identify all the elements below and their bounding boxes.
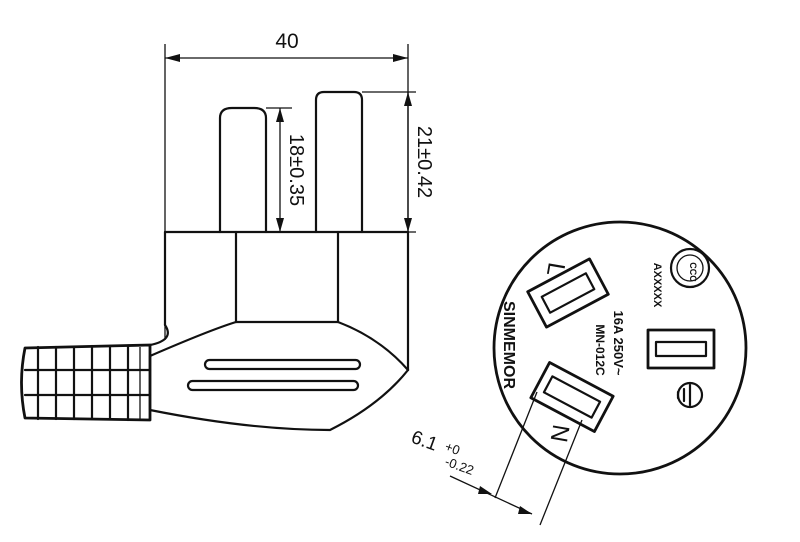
pin-height-dimension: 21±0.42 xyxy=(362,91,435,233)
width-dimension-label: 40 xyxy=(275,30,298,53)
plug-side-view: 40 18±0.35 21±0.42 xyxy=(20,30,435,432)
svg-text:CCC: CCC xyxy=(688,262,698,282)
live-terminal xyxy=(526,257,610,329)
pin-thickness-tol-lower: -0.22 xyxy=(443,454,476,478)
rating-text: 16A 250V~ xyxy=(611,311,626,376)
plug-body xyxy=(148,230,410,432)
pin-length-dimension: 18±0.35 xyxy=(266,107,307,232)
ccc-mark-icon: CCC xyxy=(669,247,711,289)
ground-symbol-icon xyxy=(676,381,704,409)
plug-face-view: CCC AXXXXX 16A 250V~ MN-012C SINMEMOR L xyxy=(408,220,748,526)
pin-height-label: 21±0.42 xyxy=(413,126,435,198)
pin-length-label: 18±0.35 xyxy=(285,134,307,206)
neutral-terminal-label: N xyxy=(545,422,575,444)
brand-text: SINMEMOR xyxy=(500,301,517,389)
pin-thickness-tol-upper: +0 xyxy=(443,439,462,458)
pin-tall xyxy=(314,90,364,234)
neutral-terminal xyxy=(529,361,615,433)
pin-thickness-label: 6.1 xyxy=(408,427,440,456)
cert-code: AXXXXX xyxy=(651,263,663,308)
plug-face-outline xyxy=(492,220,748,476)
model-text: MN-012C xyxy=(593,324,607,376)
pin-short xyxy=(218,106,268,234)
live-terminal-label: L xyxy=(541,260,570,278)
cable-strain-relief xyxy=(20,343,152,422)
ground-pin-slot xyxy=(646,328,716,370)
